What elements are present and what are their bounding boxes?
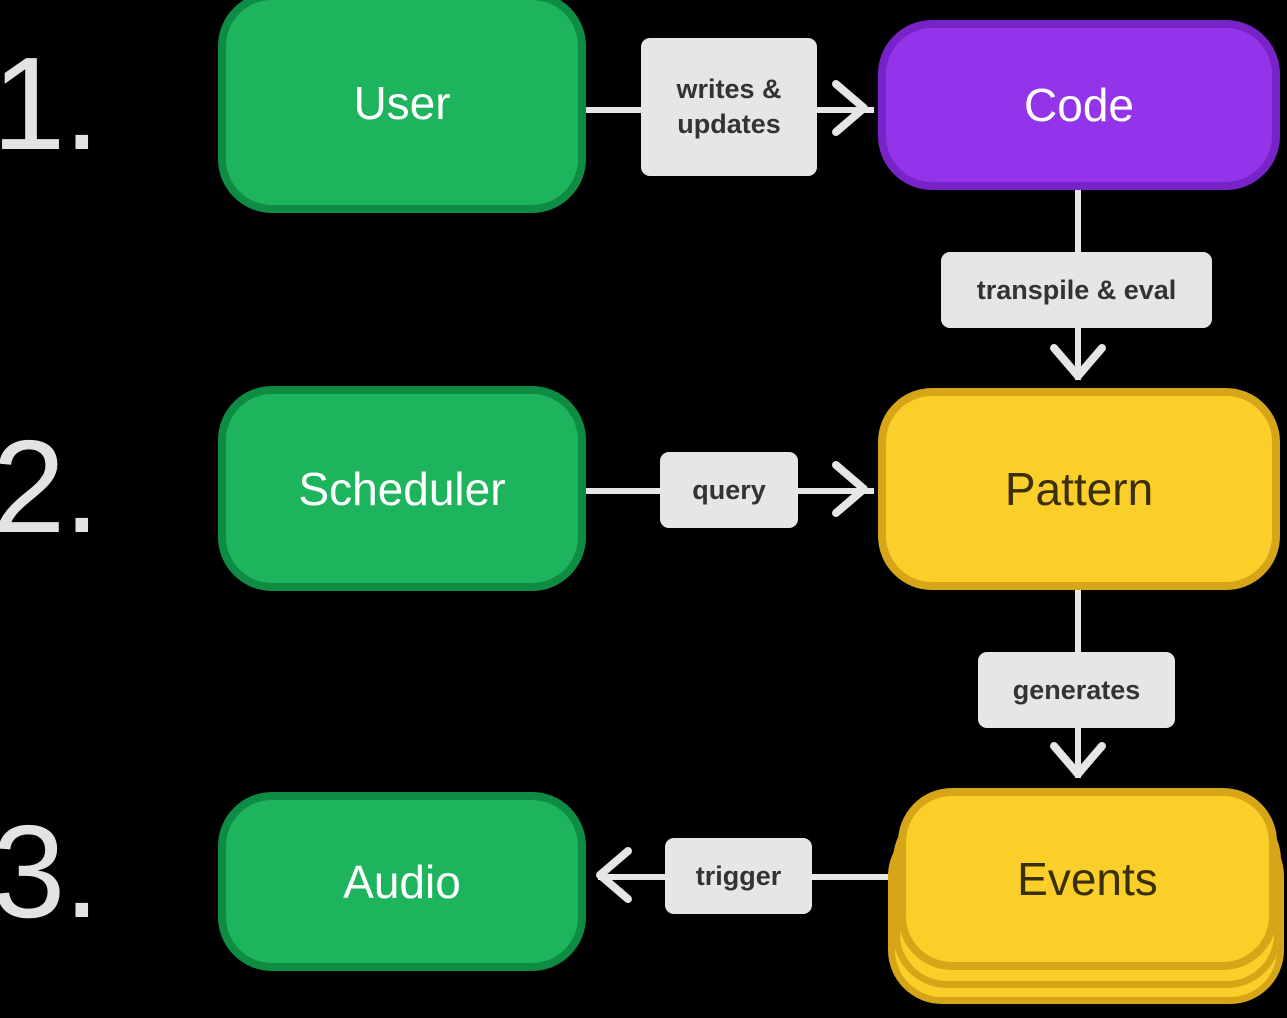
edge-label-trigger: trigger [665, 838, 812, 914]
step-number-3: 3. [0, 798, 100, 945]
node-code[interactable]: Code [878, 20, 1280, 190]
step-number-1: 1. [0, 30, 100, 177]
edge-label-query: query [660, 452, 798, 528]
edge-label-transpile-eval: transpile & eval [941, 252, 1212, 328]
node-user-label: User [353, 76, 451, 129]
node-user[interactable]: User [218, 0, 586, 213]
arrowhead-user-code [818, 78, 878, 138]
node-scheduler[interactable]: Scheduler [218, 386, 586, 591]
arrowhead-code-pattern [1048, 330, 1108, 390]
node-code-label: Code [1024, 79, 1134, 131]
node-pattern-label: Pattern [1004, 463, 1154, 515]
arrowhead-pattern-events [1048, 728, 1108, 788]
node-scheduler-label: Scheduler [298, 462, 506, 515]
node-events-stack-layer-front: Events [898, 788, 1277, 970]
step-number-2: 2. [0, 413, 100, 560]
edge-label-generates: generates [978, 652, 1175, 728]
node-audio-label: Audio [343, 855, 461, 908]
node-audio[interactable]: Audio [218, 792, 586, 971]
arrowhead-events-audio [586, 845, 646, 905]
node-pattern[interactable]: Pattern [878, 388, 1280, 590]
node-events-label: Events [1017, 853, 1158, 905]
arrowhead-scheduler-pattern [818, 459, 878, 519]
edge-label-writes-updates: writes & updates [641, 38, 817, 176]
